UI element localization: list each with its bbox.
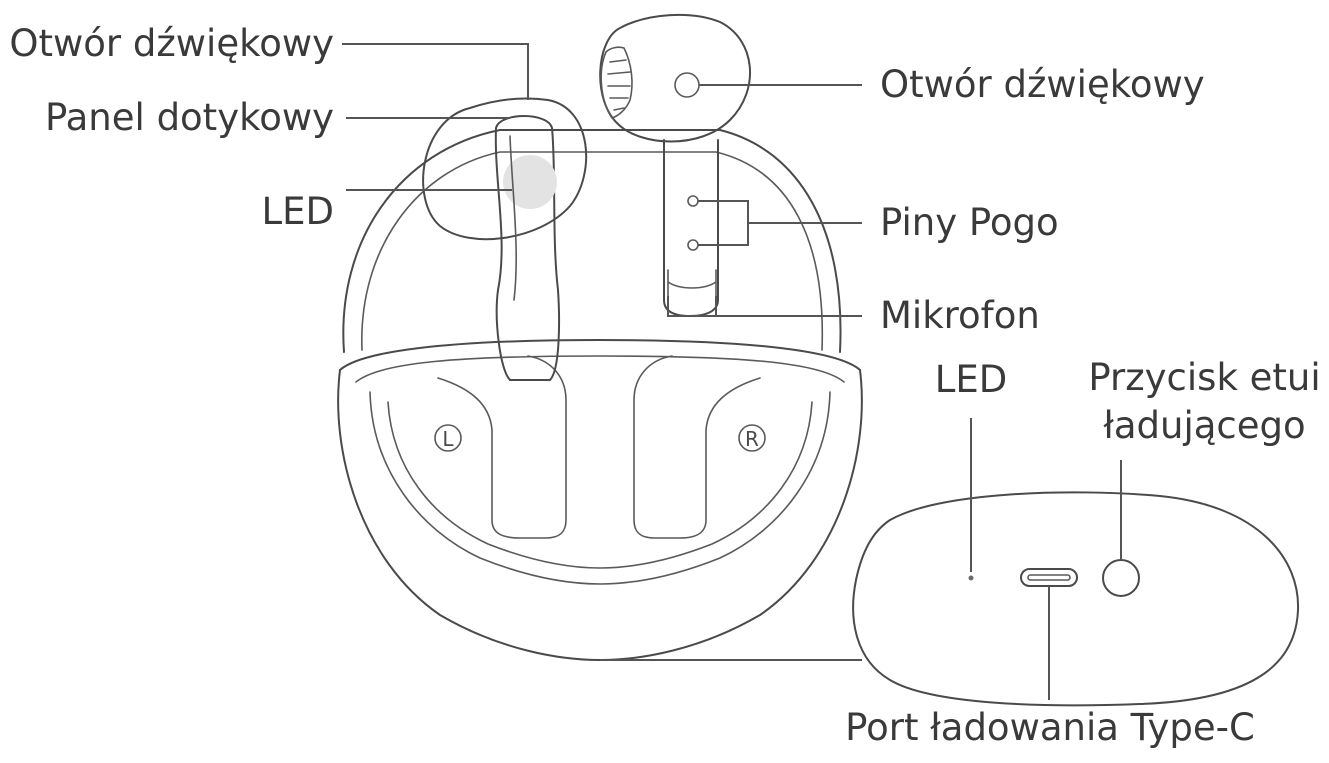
- right-earbud: [599, 13, 751, 317]
- label-led-earbud: LED: [261, 190, 334, 233]
- right-earbud-head: [599, 13, 751, 143]
- case-led-dot: [968, 575, 974, 581]
- case-button-icon: [1102, 559, 1140, 597]
- label-sound-hole-right: Otwór dźwiękowy: [880, 63, 1205, 106]
- pogo-pin-top: [687, 195, 699, 207]
- label-led-case: LED: [934, 358, 1008, 401]
- usb-c-port-icon: [1020, 568, 1078, 587]
- left-earbud-stem: [494, 115, 561, 381]
- mesh-lines: [607, 59, 631, 111]
- leader-sound-hole-left: [342, 43, 529, 100]
- label-usb-port: Port ładowania Type-C: [845, 706, 1255, 749]
- left-mark-circle: [434, 424, 462, 452]
- charging-case: L R: [337, 129, 863, 661]
- case-rim-inner: [355, 355, 845, 383]
- left-earbud: [422, 97, 588, 381]
- sound-hole-icon: [674, 72, 700, 98]
- right-mark-circle: [738, 424, 766, 452]
- case-body: [337, 369, 863, 661]
- label-case-button-line1: Przycisk etui: [1088, 356, 1321, 399]
- case-bottom-view: [852, 491, 1300, 707]
- left-earbud-stem-edge: [509, 135, 517, 301]
- led-highlight: [503, 155, 557, 209]
- right-earbud-stem: [663, 139, 719, 317]
- label-microphone: Mikrofon: [880, 294, 1040, 337]
- case-bottom-outline: [852, 491, 1300, 707]
- label-pogo-pins: Piny Pogo: [880, 201, 1059, 244]
- leader-pogo-bracket: [698, 200, 749, 246]
- right-bud-slot: [633, 355, 761, 539]
- label-touch-panel: Panel dotykowy: [44, 96, 334, 139]
- label-case-button-line2: ładującego: [1103, 404, 1306, 447]
- left-earbud-head: [422, 97, 588, 241]
- left-mark: L: [442, 427, 454, 451]
- case-rim: [339, 339, 861, 371]
- case-lid-inner: [361, 151, 824, 351]
- left-bud-slot: [437, 355, 567, 539]
- right-mark: R: [745, 427, 759, 451]
- pogo-pin-bottom: [687, 239, 699, 251]
- right-earbud-mesh: [600, 46, 633, 119]
- case-cradle-inner: [387, 401, 813, 569]
- label-sound-hole-left: Otwór dźwiękowy: [9, 22, 334, 65]
- leader-lines: [342, 43, 1122, 700]
- usb-c-port-inner: [1027, 574, 1071, 581]
- case-lid: [342, 129, 842, 353]
- case-cradle: [369, 391, 831, 585]
- leader-microphone: [667, 296, 862, 317]
- mic-slot: [667, 269, 717, 297]
